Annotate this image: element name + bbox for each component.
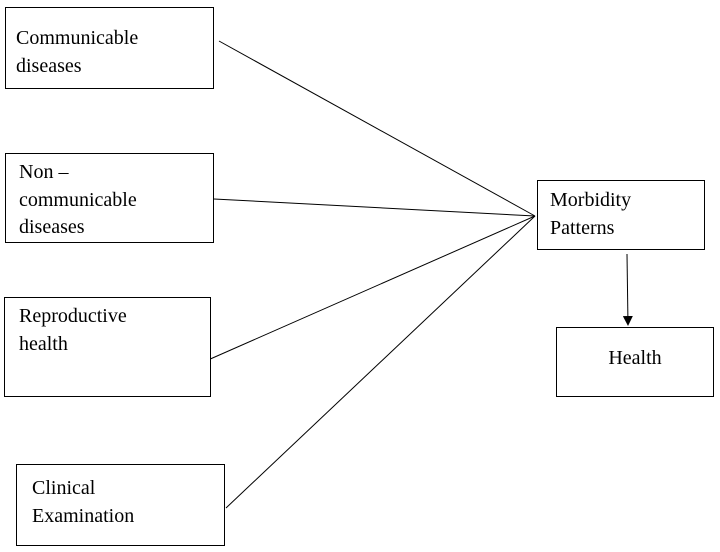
node-label-line: Health [608, 347, 662, 369]
arrow-morbidity-to-health [622, 253, 633, 326]
node-label-line: Communicable [16, 27, 139, 49]
node-reproductive-health: Reproductive health [4, 297, 211, 397]
node-label-line: Morbidity [550, 189, 632, 211]
node-clinical-examination: Clinical Examination [16, 464, 225, 546]
node-label-line: health [19, 332, 68, 355]
edge-reproductive-to-morbidity [207, 215, 536, 361]
edge-non-communicable-to-morbidity [213, 198, 536, 217]
node-label-line: Patterns [550, 216, 615, 239]
node-label-line: diseases [16, 54, 82, 77]
node-morbidity-patterns: Morbidity Patterns [537, 180, 705, 250]
node-health: Health [556, 327, 714, 397]
edge-communicable-to-morbidity [218, 40, 536, 217]
node-label-line: Reproductive [19, 305, 127, 327]
node-label-line: communicable [19, 188, 137, 211]
edge-clinical-to-morbidity [225, 215, 536, 509]
node-label-line: diseases [19, 216, 85, 238]
node-non-communicable-diseases: Non – communicable diseases [5, 153, 214, 243]
node-label-line: Examination [32, 504, 135, 527]
node-label-line: Clinical [32, 477, 96, 499]
node-communicable-diseases: Communicable diseases [5, 7, 214, 89]
node-label-line: Non – [19, 161, 69, 183]
